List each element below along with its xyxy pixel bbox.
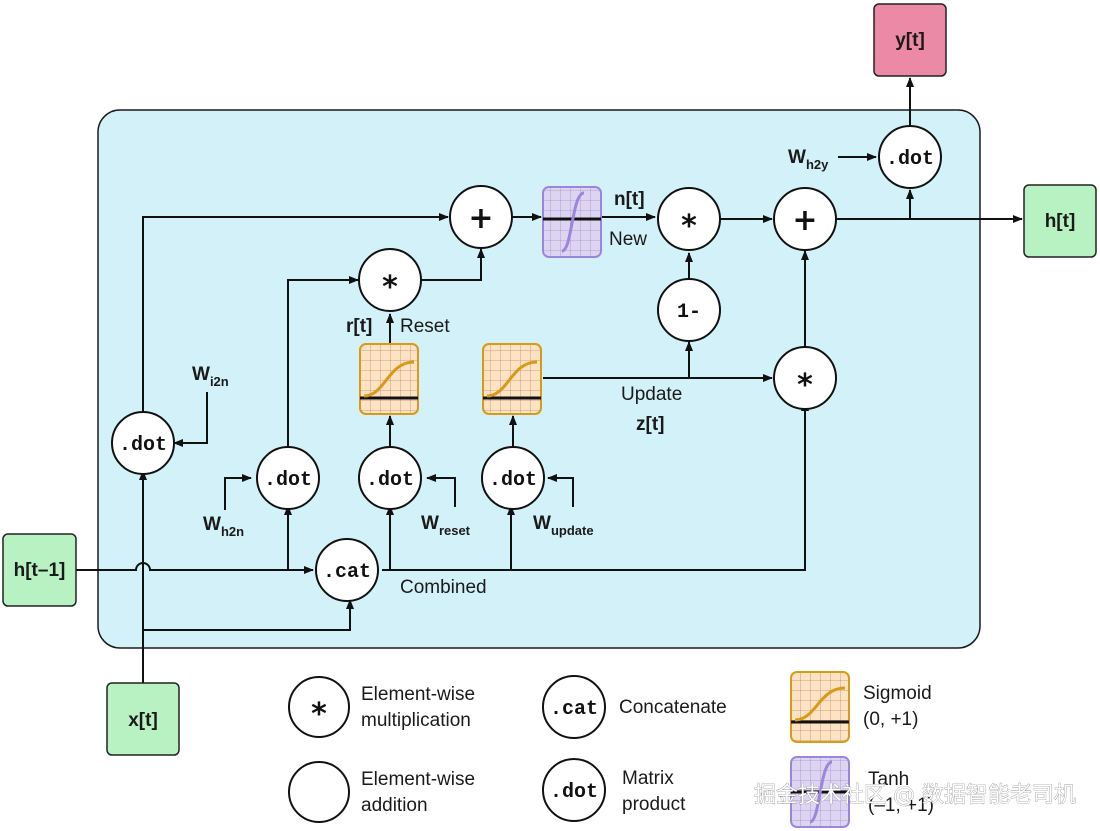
legend-mul-line2: multiplication (361, 710, 471, 731)
new-multiply-node: * (657, 187, 721, 251)
update-label: Update (621, 384, 682, 405)
legend-tanh: Tanh (–1, +1) (790, 756, 934, 828)
legend-mul-line1: Element-wise (361, 684, 475, 705)
one-minus-node: 1- (657, 278, 721, 342)
sigmoid-update-icon (482, 343, 542, 415)
add-node-new: + (449, 185, 513, 249)
input-h-prev: h[t–1] (2, 533, 77, 607)
legend-matrix-product: .dot Matrix product (542, 758, 686, 822)
legend-dot-line1: Matrix (622, 768, 674, 789)
svg-text:*: * (382, 270, 398, 305)
w-h2n-label: Wh2n (203, 514, 244, 539)
h-t-label: h[t] (1045, 211, 1076, 232)
reset-multiply-node: * (358, 248, 422, 312)
dot-node-i2n: .dot (111, 411, 175, 475)
legend-tanh-line1: Tanh (868, 769, 909, 790)
legend-sigmoid: Sigmoid (0, +1) (790, 671, 932, 743)
svg-text:*: * (311, 697, 327, 732)
svg-text:.dot: .dot (264, 469, 312, 492)
tanh-new-icon (542, 186, 602, 258)
update-multiply-node: * (773, 346, 837, 410)
output-y-t: y[t] (873, 3, 947, 77)
w-update-label: Wupdate (533, 513, 594, 538)
n-t-label: n[t] (614, 189, 645, 210)
r-t-label: r[t] (346, 316, 372, 337)
legend-tanh-icon (790, 756, 850, 828)
watermark: 掘金技术社区 @ 数据智能老司机 (754, 783, 1076, 808)
legend-concatenate: .cat Concatenate (542, 675, 727, 739)
legend-cat-label: Concatenate (619, 697, 727, 718)
legend: * Element-wise multiplication Element-wi… (288, 671, 934, 828)
combined-label: Combined (400, 577, 487, 598)
svg-text:+: + (468, 201, 493, 236)
legend-sigmoid-icon (790, 671, 850, 743)
z-t-label: z[t] (636, 414, 664, 435)
svg-text:*: * (797, 368, 813, 403)
svg-text:.dot: .dot (119, 434, 167, 457)
add-node-output: + (773, 187, 837, 251)
input-x-t: x[t] (106, 682, 180, 756)
h-prev-label: h[t–1] (14, 560, 66, 581)
legend-add-line2: addition (361, 795, 428, 816)
w-reset-label: Wreset (421, 513, 471, 538)
dot-node-update: .dot (481, 446, 545, 510)
svg-text:.cat: .cat (550, 698, 598, 721)
legend-dot-line2: product (622, 794, 686, 815)
svg-text:.dot: .dot (489, 469, 537, 492)
new-label: New (609, 229, 647, 250)
svg-text:1-: 1- (677, 301, 701, 324)
x-t-label: x[t] (128, 710, 158, 731)
w-h2y-label: Wh2y (788, 147, 829, 172)
svg-text:+: + (792, 203, 817, 238)
svg-text:.dot: .dot (366, 469, 414, 492)
svg-text:*: * (681, 209, 697, 244)
dot-node-reset: .dot (358, 446, 422, 510)
svg-text:.dot: .dot (886, 148, 934, 171)
legend-add-line1: Element-wise (361, 769, 475, 790)
output-h-t: h[t] (1023, 184, 1097, 258)
svg-text:.dot: .dot (550, 781, 598, 804)
dot-node-h2y: .dot (878, 125, 942, 189)
cat-node: .cat (315, 538, 379, 602)
dot-node-h2n: .dot (256, 446, 320, 510)
y-t-label: y[t] (895, 30, 925, 51)
reset-label: Reset (400, 316, 450, 337)
wires (76, 77, 1023, 683)
legend-sigmoid-line2: (0, +1) (863, 709, 918, 730)
legend-tanh-line2: (–1, +1) (868, 795, 934, 816)
svg-text:.cat: .cat (323, 561, 371, 584)
legend-addition: Element-wise addition (288, 761, 475, 823)
legend-multiply: * Element-wise multiplication (288, 676, 475, 738)
sigmoid-reset-icon (359, 343, 419, 415)
legend-sigmoid-line1: Sigmoid (863, 683, 932, 704)
w-i2n-label: Wi2n (192, 364, 229, 389)
